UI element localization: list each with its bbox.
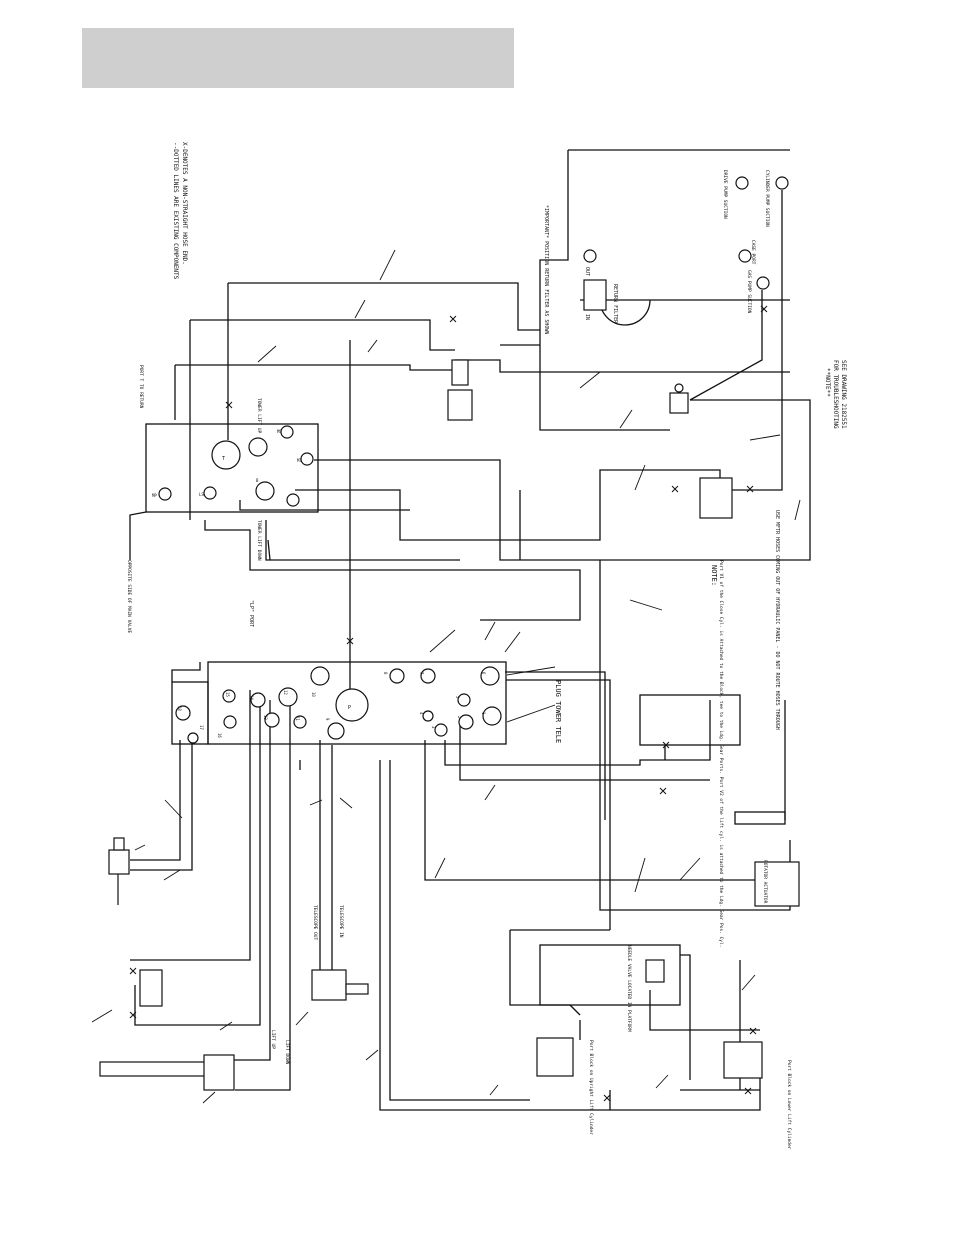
label-rotator-actuator: ROTATOR ACTUATOR <box>762 860 768 904</box>
note-no-hoses: USE MFTR HOSES COMING OUT OF HYDRAULIC P… <box>774 510 780 730</box>
note-x-denotes: X-DENOTES A NON-STRAIGHT HOSE END. <box>181 142 188 265</box>
label-port-block-lower: Port Block on Lower Lift Cylinder <box>786 1060 792 1150</box>
block-port-label: 5 <box>455 696 460 699</box>
note-important: *IMPORTANT* POSITION RETURN FILTER AS SH… <box>543 205 549 334</box>
hose-end-markers <box>129 305 768 1102</box>
label-plug-tower-tele: PLUG TOWER TELE <box>554 680 562 743</box>
block-port-label: 7 <box>419 672 424 675</box>
label-telescope-out: TELESCOPE OUT <box>312 905 318 941</box>
label-lp-port: "LP" PORT <box>248 600 254 627</box>
label-lift-down: LIFT DOWN <box>284 1040 290 1065</box>
port-label-p: P <box>348 705 351 711</box>
note-see-drawing: SEE DRAWING 2182551 <box>840 360 847 429</box>
port-label-mt: MT <box>297 458 302 463</box>
port-gas-pump <box>756 276 770 290</box>
block-port-label: 13 <box>263 715 268 720</box>
block-port-label: 11 <box>295 716 300 721</box>
block-port-label: 17 <box>199 725 204 730</box>
label-cylinder-pump-suction: CYLINDER PUMP SUCTION <box>764 170 770 227</box>
port-label-ls: LS <box>199 492 204 497</box>
label-drive-pump-suction: DRIVE PUMP SUCTION <box>722 170 728 219</box>
port-T <box>211 440 241 470</box>
label-port-t-return: PORT T TO RETURN <box>138 365 144 409</box>
note-troubleshooting: FOR TROUBLESHOOTING <box>832 360 839 429</box>
port-drive-pump <box>735 176 749 190</box>
components <box>99 176 800 1091</box>
leader-lines <box>91 249 801 1104</box>
label-case-port: CASE PORT <box>750 240 756 265</box>
block-port-label: 16 <box>217 733 222 738</box>
block-port-label: 18 <box>177 706 182 711</box>
port-label-mp: MP <box>152 493 157 498</box>
port-cylinder-pump <box>775 176 789 190</box>
block-port-label: 12 <box>283 690 288 695</box>
block-port-label: 4 <box>419 712 424 715</box>
label-return-filter: RETURN FILTER <box>612 284 618 324</box>
label-opposite-side: OPPOSITE SIDE OF MAIN VALVE <box>126 560 132 633</box>
port-label-ms: MS <box>277 429 282 434</box>
header-bar <box>82 28 514 88</box>
label-out: OUT <box>584 267 590 276</box>
port-out <box>583 249 597 263</box>
block-port-label: 15 <box>225 692 230 697</box>
note-label: NOTE: <box>710 565 718 586</box>
block-port-label: 8 <box>383 672 388 675</box>
block-port-label: 9 <box>325 718 330 721</box>
block-port-label: 2 <box>457 716 462 719</box>
block-port-label: 1 <box>481 712 486 715</box>
label-telescope-in: TELESCOPE IN <box>338 905 344 938</box>
return-filter <box>583 279 607 311</box>
label-needle-valve: NEEDLE VALVE LOCATED IN PLATFORM <box>626 945 632 1032</box>
label-gas-pump-suction: GAS PUMP SUCTION <box>746 270 752 314</box>
port-case <box>738 249 752 263</box>
block-port-label: 10 <box>311 692 316 697</box>
port-label-t: T <box>222 456 225 462</box>
note-dotted-lines: --DOTTED LINES ARE EXISTING COMPONENTS <box>172 142 179 280</box>
block-port-label: 14 <box>249 695 254 700</box>
label-tower-lift-down: TOWER LIFT DOWN <box>256 520 262 561</box>
label-lift-up: LIFT UP <box>270 1030 276 1049</box>
label-tower-lift-up: TOWER LIFT UP <box>256 398 262 434</box>
block-port-label: 6 <box>481 672 486 675</box>
block-port-label: 3 <box>431 726 436 729</box>
label-in: IN <box>584 314 590 320</box>
hose-lines <box>129 149 811 1111</box>
note-title: **NOTE** <box>824 368 831 397</box>
note-body: Port V1 of the Close Cyl. is Attached to… <box>718 560 724 947</box>
port-label-b: B <box>256 478 259 483</box>
label-port-block-upright: Port Block on Upright Lift Cylinder <box>588 1040 594 1135</box>
